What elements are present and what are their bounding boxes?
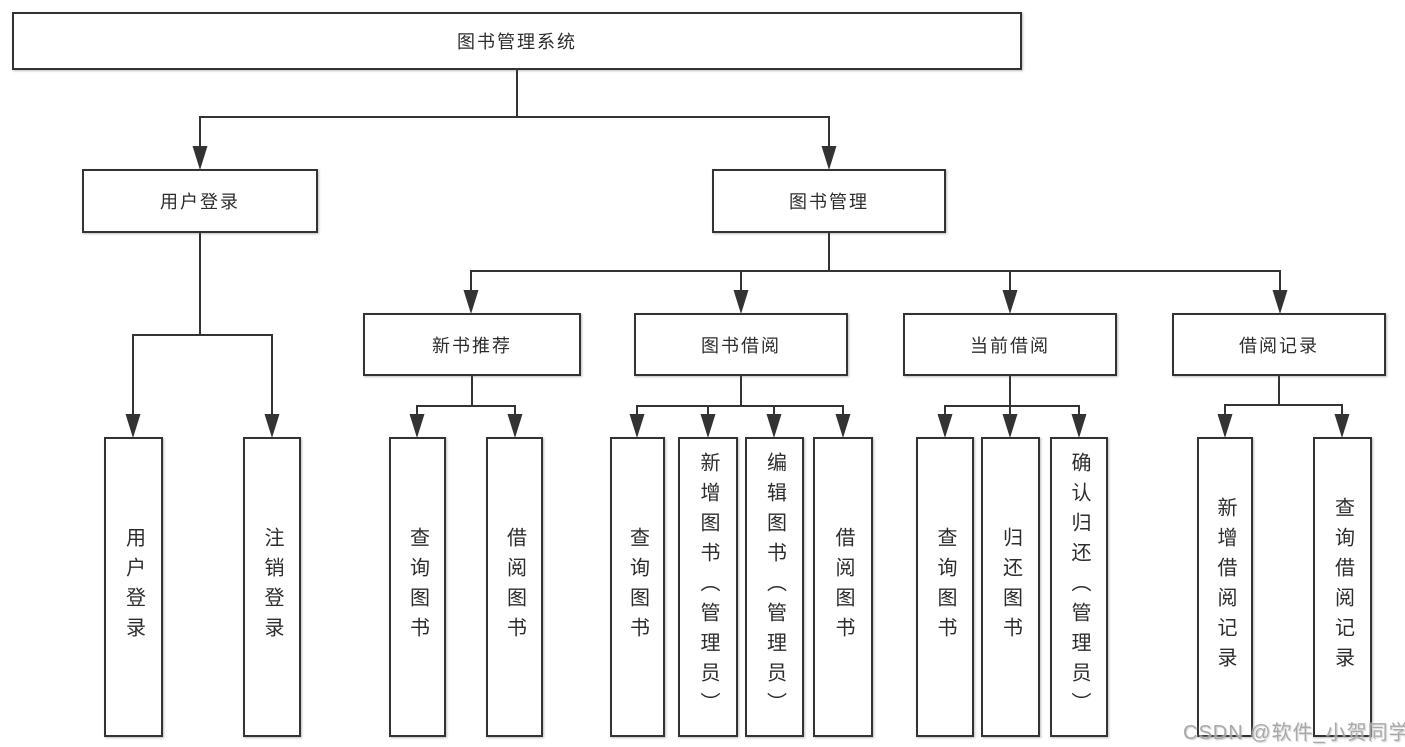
node-borrowing-records: 借阅记录: [1172, 313, 1386, 376]
node-leaf-borrow-query-books: 查询图书: [610, 437, 665, 737]
node-book-management-branch: 图书管理: [712, 169, 946, 233]
node-current-borrowing: 当前借阅: [903, 313, 1117, 376]
node-user-login-branch: 用户登录: [82, 169, 318, 233]
node-leaf-edit-books-admin: 编辑图书（管理员）: [745, 437, 804, 737]
node-leaf-user-login: 用户登录: [104, 437, 163, 737]
node-leaf-query-borrow-record: 查询借阅记录: [1313, 437, 1372, 737]
node-leaf-add-books-admin: 新增图书（管理员）: [678, 437, 738, 737]
node-leaf-return-books: 归还图书: [981, 437, 1040, 737]
node-leaf-recommend-borrow-books: 借阅图书: [486, 437, 543, 737]
node-new-book-recommend: 新书推荐: [363, 313, 581, 376]
node-leaf-confirm-return-admin: 确认归还（管理员）: [1050, 437, 1108, 737]
node-book-borrowing: 图书借阅: [634, 313, 848, 376]
node-system-root: 图书管理系统: [12, 12, 1022, 70]
node-leaf-add-borrow-record: 新增借阅记录: [1197, 437, 1253, 737]
node-leaf-logout: 注销登录: [243, 437, 301, 737]
node-leaf-borrow-books: 借阅图书: [813, 437, 873, 737]
node-leaf-recommend-query-books: 查询图书: [389, 437, 446, 737]
node-leaf-current-query-books: 查询图书: [916, 437, 974, 737]
